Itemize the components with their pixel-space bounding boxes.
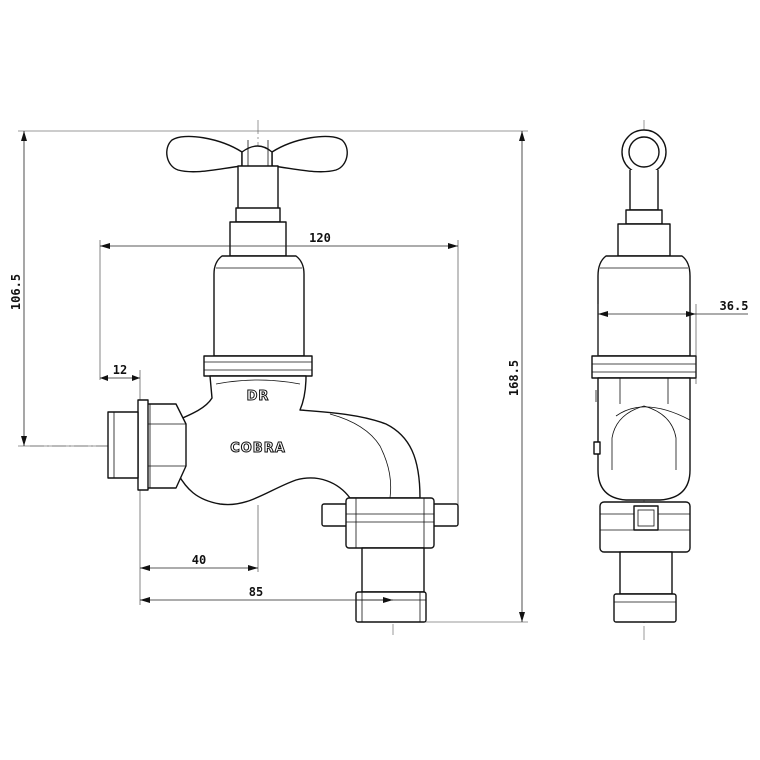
dimension-40-label: 40 xyxy=(192,553,206,567)
dimension-85-label: 85 xyxy=(249,585,263,599)
marking-brand: COBRA xyxy=(230,441,286,456)
dimension-168-5: 168.5 xyxy=(507,131,525,622)
tap-body xyxy=(177,375,421,506)
side-bonnet xyxy=(591,255,697,379)
outlet-connector xyxy=(321,497,459,623)
front-view: DR COBRA 106.5 168.5 120 12 xyxy=(9,120,528,635)
dimension-36-5-label: 36.5 xyxy=(720,299,749,313)
dimension-168-5-label: 168.5 xyxy=(507,360,521,396)
side-outlet xyxy=(599,501,691,623)
dimension-106-5-label: 106.5 xyxy=(9,274,23,310)
dimension-12: 12 xyxy=(100,363,140,381)
dimension-36-5: 36.5 xyxy=(597,299,749,384)
side-handle xyxy=(617,129,671,257)
dimension-106-5: 106.5 xyxy=(9,131,27,446)
dimension-120-label: 120 xyxy=(309,231,331,245)
dimension-120: 120 xyxy=(100,231,458,249)
dimension-12-label: 12 xyxy=(113,363,127,377)
dimension-85: 85 xyxy=(140,585,393,603)
bonnet xyxy=(203,255,313,377)
dimension-40: 40 xyxy=(140,553,258,571)
side-view: 36.5 xyxy=(591,120,749,640)
stem xyxy=(229,165,287,257)
marking-dr: DR xyxy=(247,389,270,404)
side-body xyxy=(593,377,691,501)
tee-handle xyxy=(166,135,348,173)
inlet-connector xyxy=(107,399,187,491)
